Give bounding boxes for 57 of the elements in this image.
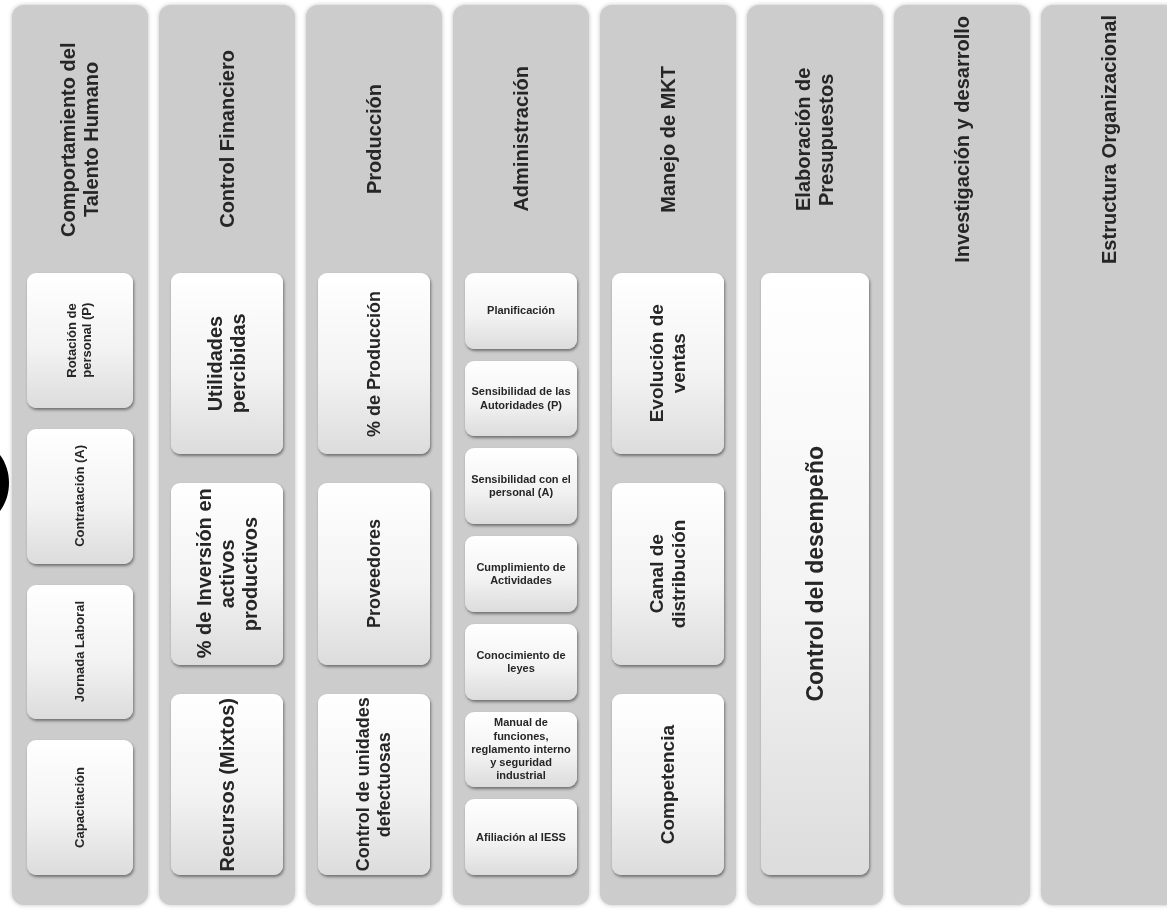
- category-column: [12, 5, 148, 905]
- category-column: [159, 5, 295, 905]
- indicator-card: [27, 428, 133, 564]
- indicator-label: Proveedores: [363, 519, 385, 629]
- indicator-card: [465, 448, 577, 525]
- category-column: [894, 5, 1030, 905]
- column-heading: Investigación y desarrollo: [950, 15, 974, 263]
- indicator-card: [465, 623, 577, 700]
- indicator-label: Afiliación al IESS: [476, 830, 566, 844]
- indicator-label: Manual de funciones, reglamento interno y seguridad industrial: [470, 716, 572, 783]
- indicator-card: [612, 693, 724, 875]
- indicator-card: [318, 483, 430, 665]
- indicator-card: [27, 584, 133, 720]
- indicator-card: [465, 360, 577, 437]
- indicator-card: [27, 740, 133, 875]
- category-column: [453, 5, 589, 905]
- indicator-label: Contratación (A): [72, 445, 88, 548]
- column-heading: Control Financiero: [215, 50, 239, 228]
- category-column: [600, 5, 736, 905]
- column-heading: Administración: [509, 66, 533, 212]
- indicator-label: Recursos (Mixtos): [215, 697, 239, 871]
- indicator-label: Evolución de ventas: [646, 303, 690, 425]
- column-heading: Estructura Organizacional: [1097, 14, 1121, 264]
- indicator-label: % de Producción: [363, 290, 385, 437]
- indicator-card: [612, 483, 724, 665]
- indicator-card: [171, 273, 283, 455]
- category-column: [1041, 5, 1167, 905]
- column-heading: Manejo de MKT: [656, 65, 680, 213]
- indicator-card: [318, 273, 430, 455]
- indicator-card: [612, 273, 724, 455]
- indicator-label: Planificación: [487, 304, 555, 318]
- category-column: [747, 5, 883, 905]
- indicator-label: Utilidades percibidas: [204, 312, 250, 416]
- indicator-label: Conocimiento de leyes: [475, 648, 567, 675]
- indicator-card: [171, 693, 283, 875]
- indicator-label: Jornada Laboral: [72, 601, 88, 703]
- indicator-label: % de Inversión en activos productivos: [192, 487, 262, 662]
- indicator-label: Control del desempeño: [801, 446, 829, 702]
- indicator-card: [27, 273, 133, 408]
- indicator-label: Competencia: [657, 724, 679, 844]
- column-heading: Elaboración de Presupuestos: [792, 66, 838, 213]
- indicator-card: [761, 273, 869, 875]
- column-heading: Comportamiento del Talento Humano: [57, 40, 103, 239]
- indicator-card: [465, 799, 577, 876]
- indicator-card: [171, 483, 283, 665]
- indicator-label: Capacitación: [72, 767, 88, 849]
- column-heading: Producción: [362, 84, 386, 194]
- indicator-label: Sensibilidad de las Autoridades (P): [470, 385, 572, 412]
- indicator-label: Sensibilidad con el personal (A): [470, 473, 572, 500]
- category-column: [306, 5, 442, 905]
- indicator-card: [465, 273, 577, 349]
- indicator-card: [465, 536, 577, 612]
- indicator-card: [318, 693, 430, 875]
- indicator-label: Cumplimiento de Actividades: [475, 560, 567, 588]
- indicator-label: Rotación de personal (P): [65, 301, 95, 380]
- indicator-label: Canal de distribución: [646, 518, 690, 631]
- indicator-label: Control de unidades defectuosas: [353, 696, 395, 873]
